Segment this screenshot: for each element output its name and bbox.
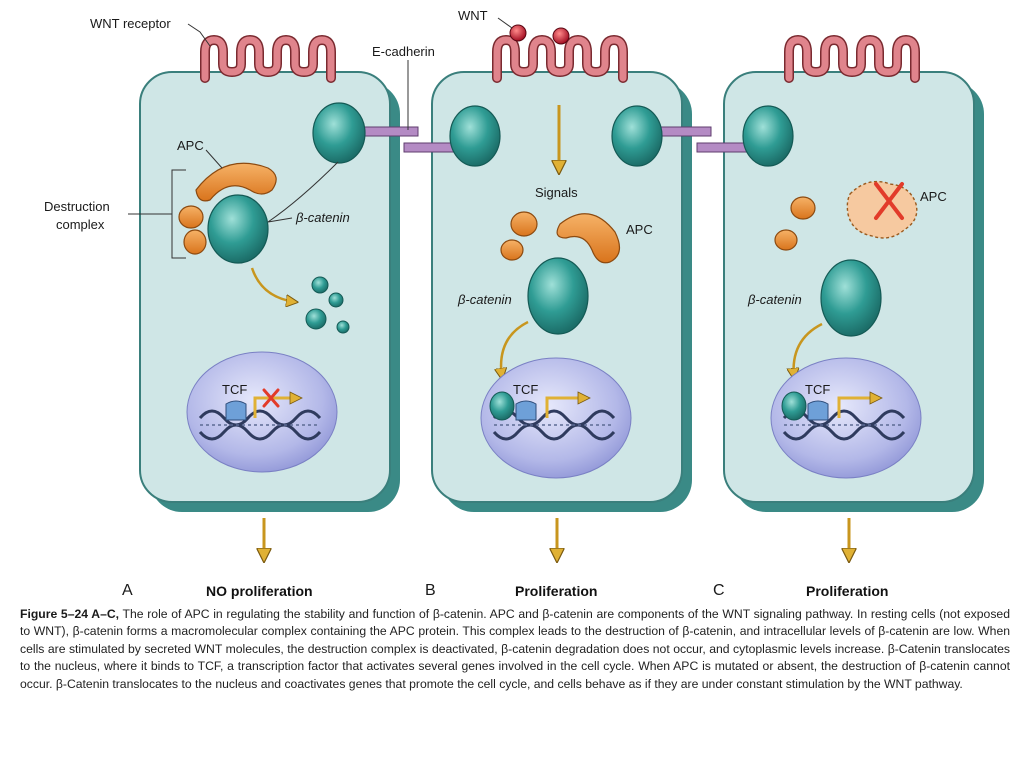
label-tcf-b: TCF [513, 382, 538, 397]
label-tcf-c: TCF [805, 382, 830, 397]
leader-apc-a [205, 149, 223, 169]
leader-wnt [497, 17, 513, 29]
nucleus-a [186, 351, 338, 473]
label-tcf-a: TCF [222, 382, 247, 397]
beta-catenin-fragment [336, 320, 350, 334]
beta-catenin-fragment [305, 308, 327, 330]
beta-catenin [527, 257, 589, 335]
x-mark-transcription [262, 388, 280, 408]
label-apc-b: APC [626, 222, 653, 237]
beta-catenin-fragment [328, 292, 344, 308]
apc-released [500, 211, 621, 264]
label-apc-c: APC [920, 189, 947, 204]
label-destruction-complex: complex [56, 217, 105, 232]
panel-letter-c: C [713, 582, 725, 599]
label-e-cadherin: E-cadherin [372, 44, 435, 59]
nucleus-c [770, 357, 922, 479]
apc-fragment [774, 229, 798, 251]
label-wnt-receptor: WNT receptor [90, 16, 171, 31]
figure-label: Figure 5–24 A–C, [20, 607, 120, 621]
translocation-arrow [794, 322, 823, 378]
beta-catenin-fragment [311, 276, 329, 294]
figure-caption: Figure 5–24 A–C, The role of APC in regu… [20, 606, 1010, 693]
label-destruction-complex: Destruction [44, 199, 110, 214]
beta-catenin [611, 105, 663, 167]
beta-catenin [742, 105, 794, 167]
label-apc-a: APC [177, 138, 204, 153]
outcome-label-a: NO proliferation [206, 583, 313, 599]
leader-beta-catenin-a [267, 161, 339, 223]
wnt-receptor-a [200, 34, 336, 83]
outcome-label-b: Proliferation [515, 583, 597, 599]
leader-wnt-receptor [187, 23, 211, 47]
label-signals: Signals [535, 185, 578, 200]
destruction-complex [178, 162, 277, 264]
label-beta-catenin-b: β-catenin [457, 292, 512, 307]
beta-catenin [820, 259, 882, 337]
label-beta-catenin-c: β-catenin [747, 292, 802, 307]
wnt-apc-diagram: WNT receptor WNT E-cadherin APC Destruct… [44, 8, 984, 599]
apc-mutated [846, 180, 918, 239]
label-wnt: WNT [458, 8, 488, 23]
wnt-molecule [552, 27, 570, 45]
panel-letter-b: B [425, 582, 436, 599]
wnt-receptor-b [492, 34, 628, 83]
translocation-arrow [501, 320, 529, 378]
outcome-label-c: Proliferation [806, 583, 888, 599]
degradation-arrow [250, 267, 296, 302]
nucleus-b [480, 357, 632, 479]
beta-catenin [312, 102, 366, 164]
apc-fragment [790, 196, 816, 220]
panel-letter-a: A [122, 582, 133, 599]
wnt-receptor-c [784, 34, 920, 83]
wnt-molecule [509, 24, 527, 42]
beta-catenin [449, 105, 501, 167]
label-beta-catenin-a: β-catenin [295, 210, 350, 225]
caption-text: The role of APC in regulating the stabil… [20, 607, 1010, 691]
